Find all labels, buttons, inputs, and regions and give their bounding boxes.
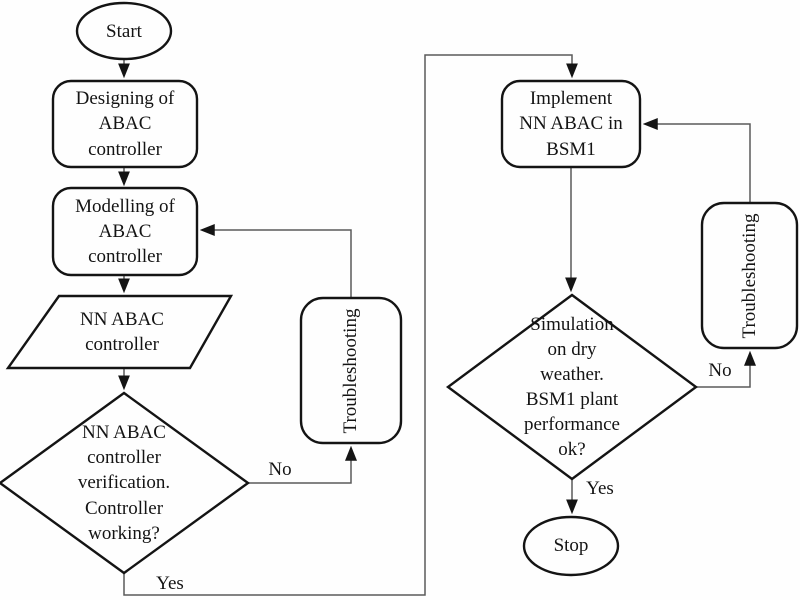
edge-simulation-no-to-troubleshooting-right (696, 350, 756, 388)
start-terminator-shape (75, 1, 173, 61)
verification-label: NN ABAC controller verification. Control… (77, 422, 171, 544)
edge-troubleshooting-left-to-modelling (199, 224, 352, 298)
stop-label: Stop (553, 535, 589, 557)
edge-verification-yes-to-implement (123, 54, 578, 596)
implement-label: Implement NN ABAC in BSM1 (519, 88, 623, 160)
implement-process-shape (500, 79, 642, 169)
start-label: Start (106, 20, 142, 42)
troubleshooting-left-label: Troubleshooting (340, 308, 362, 434)
verification-no-label: No (268, 459, 292, 480)
edge-verification-no-to-troubleshooting-left (248, 445, 357, 484)
nnabac-label: NN ABAC controller (80, 308, 164, 355)
troubleshooting-left-process-shape (299, 296, 403, 445)
simulation-no-label: No (708, 360, 732, 381)
designing-label: Designing of ABAC controller (75, 88, 175, 160)
verification-decision-shape (0, 391, 251, 575)
simulation-yes-label: Yes (586, 478, 614, 499)
simulation-decision-shape (445, 293, 699, 481)
troubleshooting-right-process-shape (700, 201, 799, 350)
nnabac-io-parallelogram-shape (5, 294, 234, 370)
stop-terminator-shape (522, 515, 620, 577)
modelling-label: Modelling of ABAC controller (75, 195, 175, 268)
verification-yes-label: Yes (156, 573, 184, 594)
edge-troubleshooting-right-to-implement (642, 118, 751, 203)
designing-process-shape (51, 79, 199, 169)
modelling-process-shape (51, 186, 199, 277)
simulation-label: Simulation on dry weather. BSM1 plant pe… (524, 313, 620, 461)
troubleshooting-right-label: Troubleshooting (739, 213, 761, 339)
